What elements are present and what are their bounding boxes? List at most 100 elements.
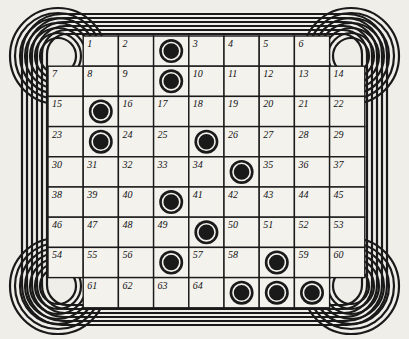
board-square: [118, 157, 153, 187]
square-number: 18: [193, 99, 203, 109]
square-number: 56: [122, 250, 132, 260]
square-number: 14: [334, 69, 344, 79]
border-loop: [42, 30, 367, 309]
board-square: [294, 127, 329, 157]
square-number: 53: [334, 220, 344, 230]
board-square: [224, 96, 259, 126]
board-square: [189, 66, 224, 96]
board-square: [118, 247, 153, 277]
square-number: 35: [263, 160, 273, 170]
square-number: 60: [334, 250, 344, 260]
square-number: 49: [158, 220, 168, 230]
board-square: [154, 36, 189, 66]
counter-ring: [230, 281, 254, 305]
square-number: 27: [263, 130, 273, 140]
board-square: [259, 96, 294, 126]
counter-disc: [300, 281, 324, 305]
board-square: [189, 217, 224, 247]
square-number: 46: [52, 220, 62, 230]
board-square: [83, 217, 118, 247]
square-number: 1: [87, 39, 92, 49]
decorative-loops: [10, 8, 399, 334]
counter-disc: [89, 100, 113, 124]
square-number: 12: [263, 69, 273, 79]
board-square: [154, 278, 189, 308]
counter-ring: [89, 130, 113, 154]
square-number: 57: [193, 250, 203, 260]
square-number: 64: [193, 281, 203, 291]
board-square: [189, 127, 224, 157]
board-square: [224, 36, 259, 66]
square-number: 44: [298, 190, 308, 200]
counter-disc: [159, 39, 183, 63]
board-square: [330, 127, 365, 157]
board-square: [224, 247, 259, 277]
board-square: [224, 278, 259, 308]
square-number: 42: [228, 190, 238, 200]
counter-inner-ring: [268, 284, 285, 301]
board-square: [294, 36, 329, 66]
board-square: [294, 217, 329, 247]
counter-disc: [230, 160, 254, 184]
board-square: [48, 157, 83, 187]
counter-disc: [230, 281, 254, 305]
counter-ring: [194, 220, 218, 244]
counter-ring: [230, 160, 254, 184]
board-square: [330, 187, 365, 217]
counter-inner-ring: [198, 133, 215, 150]
board-square: [294, 278, 329, 308]
square-number: 38: [52, 190, 62, 200]
board-square: [118, 217, 153, 247]
square-number: 3: [193, 39, 198, 49]
counter-disc: [265, 281, 289, 305]
square-number: 59: [298, 250, 308, 260]
board-square: [294, 187, 329, 217]
square-number: 62: [122, 281, 132, 291]
board-square: [259, 217, 294, 247]
board-square: [330, 96, 365, 126]
square-number: 9: [122, 69, 127, 79]
square-number: 54: [52, 250, 62, 260]
board-square: [189, 157, 224, 187]
board-square: [48, 217, 83, 247]
square-number: 24: [122, 130, 132, 140]
square-number: 52: [298, 220, 308, 230]
board-square: [259, 187, 294, 217]
board-square: [294, 96, 329, 126]
square-number: 2: [122, 39, 127, 49]
square-number: 8: [87, 69, 92, 79]
counter-ring: [159, 39, 183, 63]
board-square: [83, 96, 118, 126]
square-number: 50: [228, 220, 238, 230]
square-number: 7: [52, 69, 57, 79]
counter-disc: [265, 251, 289, 275]
square-number: 51: [263, 220, 273, 230]
board-square: [330, 66, 365, 96]
border-loop: [32, 22, 377, 317]
square-number: 39: [87, 190, 97, 200]
square-number: 61: [87, 281, 97, 291]
counter-disc: [159, 190, 183, 214]
square-number: 33: [158, 160, 168, 170]
border-loop: [37, 26, 372, 313]
square-number: 15: [52, 99, 62, 109]
square-number: 32: [122, 160, 132, 170]
counter-inner-ring: [163, 194, 180, 211]
board-square: [330, 217, 365, 247]
board-square: [259, 278, 294, 308]
square-number: 13: [298, 69, 308, 79]
board-square: [118, 278, 153, 308]
board-square: [83, 66, 118, 96]
board-square: [118, 187, 153, 217]
board-square: [118, 36, 153, 66]
board-square: [154, 217, 189, 247]
square-number: 21: [298, 99, 308, 109]
square-number: 20: [263, 99, 273, 109]
square-number: 5: [263, 39, 268, 49]
counter-inner-ring: [233, 284, 250, 301]
board-square: [118, 66, 153, 96]
board-square: [224, 217, 259, 247]
counter-ring: [265, 281, 289, 305]
border-loop: [22, 14, 387, 325]
